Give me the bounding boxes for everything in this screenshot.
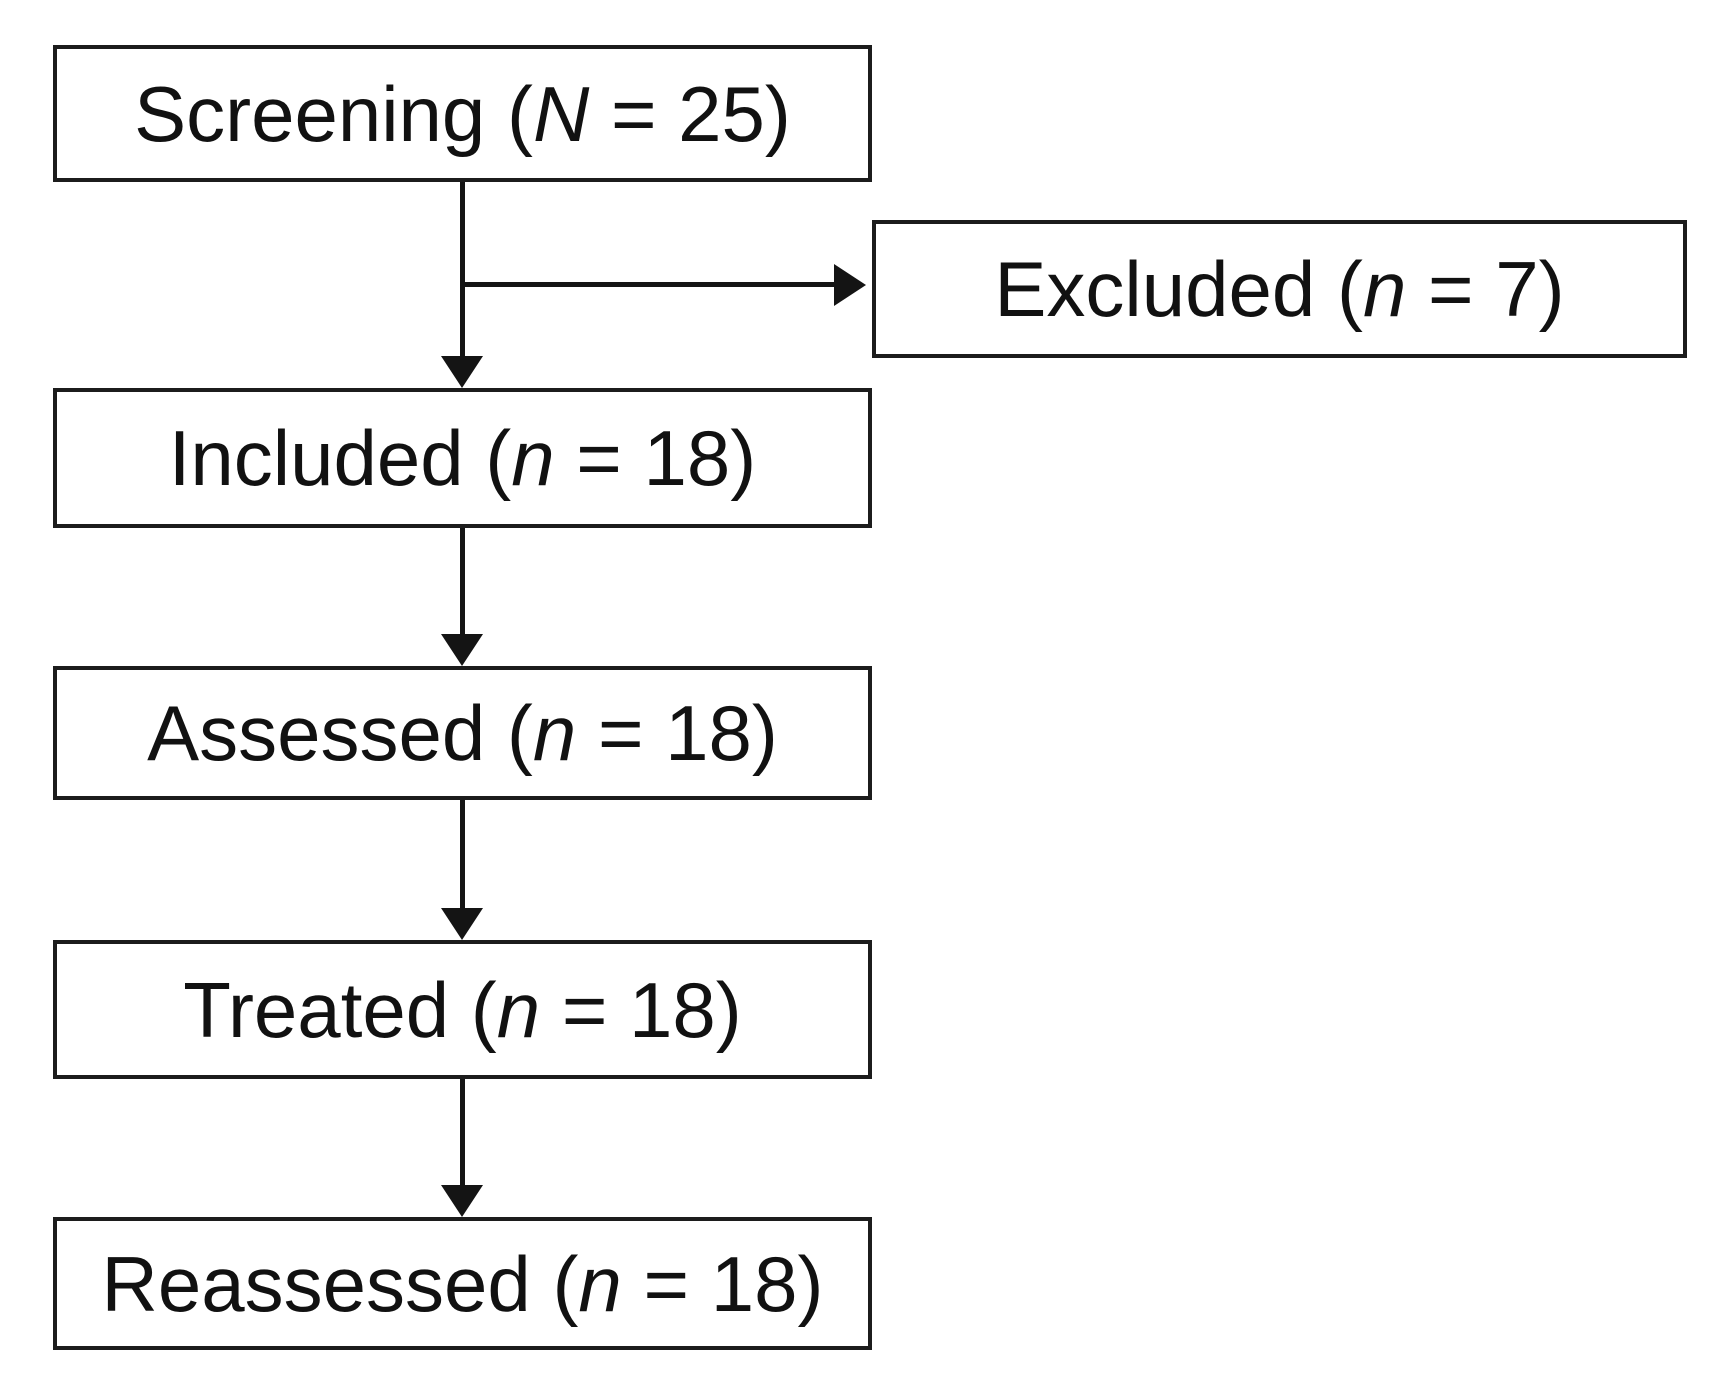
arrowhead-down-icon — [441, 356, 483, 388]
screening-label: Screening (N = 25) — [134, 75, 791, 153]
reassessed-text-before: Reassessed ( — [101, 1239, 579, 1328]
included-box: Included (n = 18) — [53, 388, 872, 528]
included-label: Included (n = 18) — [169, 419, 757, 497]
assessed-text-after: = 18) — [576, 689, 778, 777]
connector-screening-excluded — [460, 282, 834, 287]
arrowhead-down-icon — [441, 1185, 483, 1217]
connector-assessed-treated — [460, 800, 465, 908]
excluded-text-before: Excluded ( — [994, 245, 1363, 333]
reassessed-variable: n — [578, 1239, 622, 1328]
assessed-label: Assessed (n = 18) — [147, 694, 778, 772]
included-text-before: Included ( — [168, 414, 512, 502]
assessed-box: Assessed (n = 18) — [53, 666, 872, 800]
screening-text-before: Screening ( — [134, 69, 533, 158]
reassessed-text-after: = 18) — [621, 1239, 824, 1328]
connector-included-assessed — [460, 528, 465, 634]
screening-variable: N — [532, 69, 590, 158]
connector-screening-included — [460, 182, 465, 356]
excluded-label: Excluded (n = 7) — [994, 250, 1564, 328]
excluded-box: Excluded (n = 7) — [872, 220, 1687, 358]
connector-treated-reassessed — [460, 1079, 465, 1185]
screening-box: Screening (N = 25) — [53, 45, 872, 182]
reassessed-label: Reassessed (n = 18) — [102, 1245, 824, 1323]
included-variable: n — [511, 414, 555, 502]
excluded-variable: n — [1362, 245, 1407, 333]
reassessed-box: Reassessed (n = 18) — [53, 1217, 872, 1350]
assessed-text-before: Assessed ( — [147, 689, 533, 777]
treated-text-before: Treated ( — [183, 965, 497, 1054]
arrowhead-down-icon — [441, 634, 483, 666]
treated-variable: n — [496, 965, 541, 1054]
screening-text-after: = 25) — [589, 69, 791, 158]
included-text-after: = 18) — [554, 414, 757, 502]
arrowhead-down-icon — [441, 908, 483, 940]
assessed-variable: n — [532, 689, 577, 777]
treated-label: Treated (n = 18) — [183, 971, 742, 1049]
excluded-text-after: = 7) — [1406, 245, 1565, 333]
arrowhead-right-icon — [834, 264, 866, 306]
treated-text-after: = 18) — [540, 965, 742, 1054]
treated-box: Treated (n = 18) — [53, 940, 872, 1079]
